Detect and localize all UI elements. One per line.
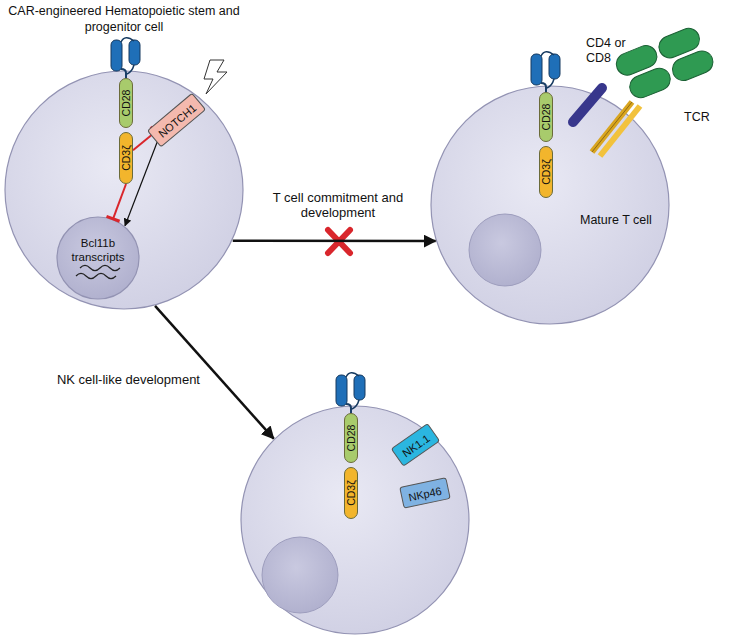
cd3z-domain: CD3ζ xyxy=(539,146,553,198)
cell-label: Bcl11b transcripts xyxy=(64,236,132,265)
receptor-label: NK1.1 xyxy=(399,432,432,460)
tcr-domain xyxy=(626,65,673,101)
nkp46-receptor: NKp46 xyxy=(399,477,450,508)
cell-membrane xyxy=(57,217,139,299)
cell-label: CAR-engineered Hematopoietic stem and pr… xyxy=(0,4,248,35)
nucleus: Bcl11b transcripts xyxy=(56,216,140,300)
cell-membrane xyxy=(431,86,669,324)
nucleus xyxy=(469,214,541,286)
cd28-domain: CD28 xyxy=(539,92,553,142)
tcr-domains xyxy=(613,24,716,103)
development-arrow xyxy=(233,239,436,242)
receptor-label: NOTCH1 xyxy=(156,102,199,141)
notch1-receptor: NOTCH1 xyxy=(146,93,206,148)
edge-label: NK cell-like development xyxy=(30,372,200,387)
tcr-label: TCR xyxy=(684,110,724,125)
domain-label: CD28 xyxy=(540,104,552,131)
t-cell: Mature T cell CD28CD3ζ xyxy=(430,85,670,325)
coreceptor-label: CD4 or CD8 xyxy=(586,36,642,66)
signal-bolt xyxy=(204,60,227,94)
domain-label: CD28 xyxy=(345,425,357,452)
edge-label: T cell commitment and development xyxy=(263,190,413,220)
receptor-label: NKp46 xyxy=(407,485,443,505)
nucleus xyxy=(262,537,338,613)
nk-like-cell: CD28CD3ζ NK1.1NKp46 xyxy=(240,405,470,635)
tcr-domain xyxy=(669,48,716,84)
domain-label: CD3ζ xyxy=(120,145,132,171)
cd28-domain: CD28 xyxy=(344,413,358,463)
cell-membrane xyxy=(5,71,243,309)
cell-label: Mature T cell xyxy=(580,213,668,229)
domain-label: CD3ζ xyxy=(345,480,357,506)
cell-membrane xyxy=(241,406,469,634)
stem-cell: CAR-engineered Hematopoietic stem and pr… xyxy=(4,70,244,310)
cd3z-domain: CD3ζ xyxy=(119,132,133,184)
nk11-receptor: NK1.1 xyxy=(390,423,439,467)
domain-label: CD28 xyxy=(120,90,132,117)
domain-label: CD3ζ xyxy=(540,159,552,185)
cd3z-domain: CD3ζ xyxy=(344,467,358,519)
cd28-domain: CD28 xyxy=(119,78,133,128)
